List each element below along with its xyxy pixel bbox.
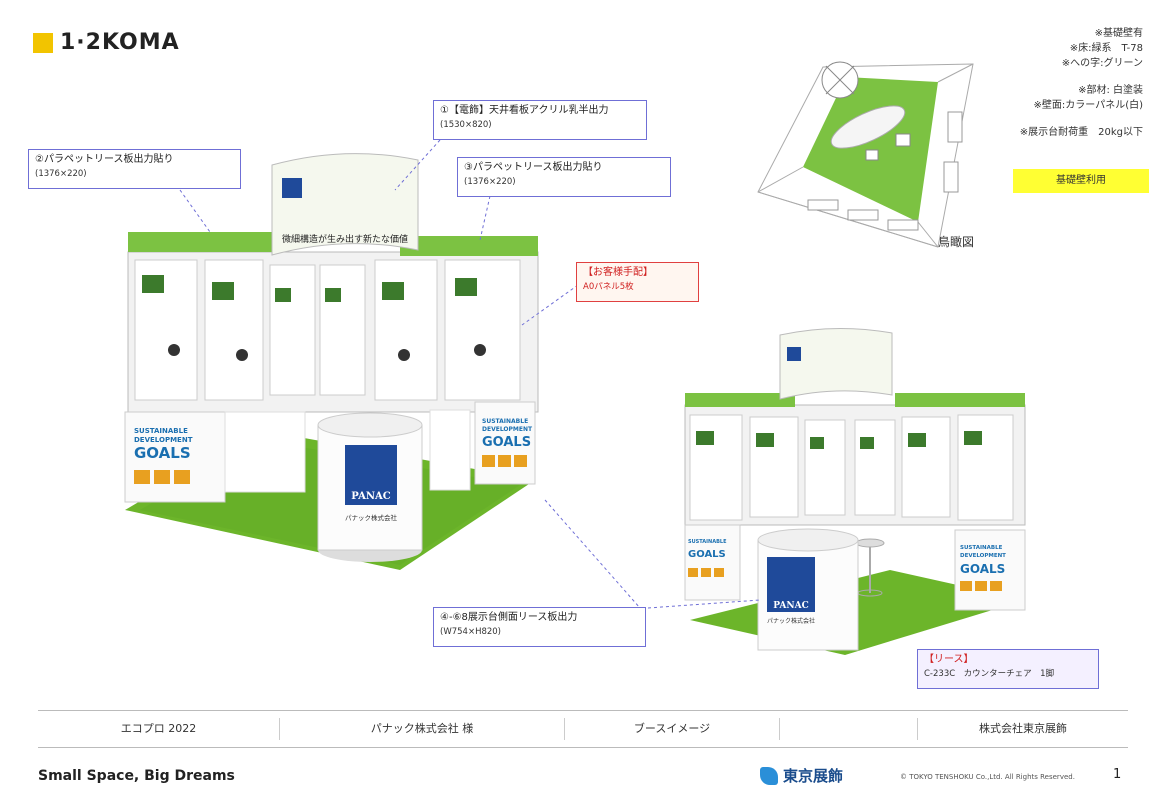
booth-notes: ※基礎壁有 ※床:緑系 T-78 ※への字:グリーン ※部材: 白塗装 ※壁面:… bbox=[1020, 26, 1143, 140]
callout-ceiling-sign: ①【電飾】天井看板アクリル乳半出力 (1530×820) bbox=[433, 100, 647, 140]
ceiling-sign-text: 微細構造が生み出す新たな価値 bbox=[282, 233, 408, 245]
callout-exhibit-stand: ④-⑥8展示台側面リース板出力 (W754×H820) bbox=[433, 607, 646, 647]
callout-customer-supply-title: 【お客様手配】 bbox=[583, 267, 653, 278]
counter-chair bbox=[855, 538, 885, 597]
birdseye-label: 鳥瞰図 bbox=[938, 235, 975, 249]
sdg-logo-small-left: SUSTAINABLE GOALS bbox=[688, 539, 727, 577]
sdg-logo-left: SUSTAINABLE DEVELOPMENT GOALS bbox=[134, 427, 193, 484]
callout-ceiling-sign-size: (1530×820) bbox=[440, 120, 492, 130]
svg-text:パナック株式会社: パナック株式会社 bbox=[345, 513, 398, 522]
sdg-logo-right: SUSTAINABLE DEVELOPMENT GOALS bbox=[482, 418, 533, 467]
callout-parapet-left-size: (1376×220) bbox=[35, 169, 87, 179]
logo-text: 1·2KOMA bbox=[60, 30, 180, 55]
sdg-logo-small-right: SUSTAINABLE DEVELOPMENT GOALS bbox=[960, 545, 1006, 591]
logo: 1·2KOMA bbox=[33, 30, 180, 55]
svg-text:PANAC: PANAC bbox=[773, 601, 808, 611]
callout-lease-title: 【リース】 bbox=[924, 654, 974, 665]
svg-text:PANAC: PANAC bbox=[351, 491, 390, 502]
footer-company: 株式会社東京展飾 bbox=[979, 722, 1067, 735]
footer-blank bbox=[780, 718, 918, 740]
callout-exhibit-stand-size: (W754×H820) bbox=[440, 627, 501, 637]
copyright: © TOKYO TENSHOKU Co.,Ltd. All Rights Res… bbox=[900, 773, 1075, 781]
wall-panels bbox=[134, 259, 521, 401]
callout-ceiling-sign-title: ①【電飾】天井看板アクリル乳半出力 bbox=[440, 105, 609, 116]
ceiling-sign bbox=[271, 153, 419, 256]
callout-parapet-right: ③パラペットリース板出力貼り (1376×220) bbox=[457, 157, 671, 197]
note-line: ※基礎壁有 bbox=[1094, 28, 1143, 39]
svg-text:SUSTAINABLE: SUSTAINABLE bbox=[960, 545, 1003, 551]
note-line: ※壁面:カラーパネル(白) bbox=[1033, 100, 1143, 111]
callout-parapet-left-title: ②パラペットリース板出力貼り bbox=[35, 154, 174, 165]
callout-parapet-right-size: (1376×220) bbox=[464, 177, 516, 187]
note-line: ※部材: 白塗装 bbox=[1078, 85, 1143, 96]
svg-text:DEVELOPMENT: DEVELOPMENT bbox=[134, 436, 193, 444]
footer-doc-type: ブースイメージ bbox=[565, 718, 780, 740]
svg-text:SUSTAINABLE: SUSTAINABLE bbox=[482, 418, 528, 425]
callout-customer-supply-detail: A0パネル5枚 bbox=[583, 282, 634, 292]
brand-logo: 東京展飾 bbox=[760, 765, 843, 786]
parapet-left bbox=[128, 232, 278, 252]
callout-lease: 【リース】 C-233C カウンターチェア 1脚 bbox=[917, 649, 1099, 689]
booth-secondary-illustration: SUSTAINABLE GOALS SUSTAINABLE DEVELOPMEN… bbox=[684, 327, 1026, 655]
brand-mark-icon bbox=[760, 766, 778, 785]
sdg-counter-right bbox=[474, 401, 536, 485]
svg-text:GOALS: GOALS bbox=[482, 435, 531, 450]
callout-parapet-left: ②パラペットリース板出力貼り (1376×220) bbox=[28, 149, 241, 189]
svg-text:SUSTAINABLE: SUSTAINABLE bbox=[134, 427, 188, 435]
svg-text:GOALS: GOALS bbox=[688, 549, 726, 560]
callout-customer-supply: 【お客様手配】 A0パネル5枚 bbox=[576, 262, 699, 302]
svg-text:SUSTAINABLE: SUSTAINABLE bbox=[688, 539, 727, 545]
panac-logo bbox=[345, 445, 397, 505]
slogan: Small Space, Big Dreams bbox=[38, 768, 235, 784]
callout-exhibit-stand-title: ④-⑥8展示台側面リース板出力 bbox=[440, 612, 578, 623]
logo-mark bbox=[33, 32, 53, 53]
brand-name: 東京展飾 bbox=[783, 767, 844, 785]
svg-text:パナック株式会社: パナック株式会社 bbox=[767, 617, 815, 625]
page-number: 1 bbox=[1113, 767, 1122, 782]
note-line: ※展示台耐荷重 20kg以下 bbox=[1019, 127, 1143, 138]
foundation-wall-badge: 基礎壁利用 bbox=[1013, 169, 1149, 193]
parapet-right bbox=[400, 236, 538, 256]
svg-text:GOALS: GOALS bbox=[960, 562, 1005, 576]
svg-text:DEVELOPMENT: DEVELOPMENT bbox=[960, 553, 1006, 559]
footer-event: エコプロ 2022 bbox=[38, 718, 280, 740]
footer-client: パナック株式会社 様 bbox=[280, 718, 565, 740]
note-line: ※床:緑系 T-78 bbox=[1069, 43, 1143, 54]
callout-lease-detail: C-233C カウンターチェア 1脚 bbox=[924, 669, 1055, 679]
svg-text:GOALS: GOALS bbox=[134, 444, 191, 462]
birdseye-diagram bbox=[757, 61, 974, 248]
booth-main-illustration: 微細構造が生み出す新たな価値 SUSTAINABLE DEVELOPMENT G… bbox=[124, 153, 539, 570]
note-line: ※への字:グリーン bbox=[1061, 58, 1143, 69]
svg-text:DEVELOPMENT: DEVELOPMENT bbox=[482, 426, 533, 433]
callout-parapet-right-title: ③パラペットリース板出力貼り bbox=[464, 162, 603, 173]
footer-info-row: エコプロ 2022 パナック株式会社 様 ブースイメージ 株式会社東京展飾 bbox=[38, 710, 1128, 748]
